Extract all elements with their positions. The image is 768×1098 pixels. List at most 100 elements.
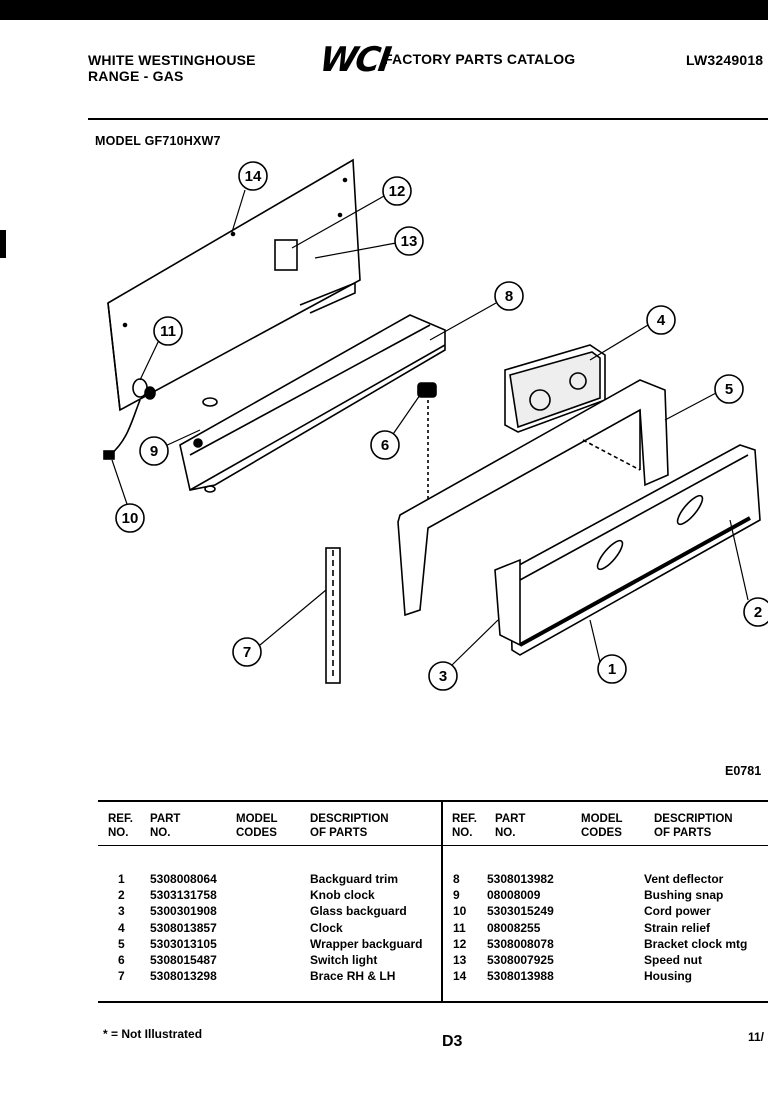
footnote: * = Not Illustrated bbox=[103, 1027, 203, 1041]
header-rule bbox=[88, 118, 768, 120]
strain-relief bbox=[132, 378, 156, 400]
table-row-description: Brace RH & LH bbox=[310, 969, 396, 984]
table-row-description: Vent deflector bbox=[644, 872, 724, 886]
table-row-part-no: 5303131758 bbox=[150, 888, 217, 903]
table-row-ref-no: 10 bbox=[453, 904, 467, 919]
col-ref-2: NO. bbox=[108, 827, 129, 839]
glass-backguard bbox=[494, 558, 521, 647]
leader-lines bbox=[111, 189, 749, 666]
callout-11 bbox=[153, 316, 183, 346]
callout-3 bbox=[428, 661, 458, 691]
table-row-description: Backguard trim bbox=[310, 872, 399, 886]
table-row-ref-no: 8 bbox=[453, 872, 460, 886]
callout-1-label: 1 bbox=[608, 661, 616, 678]
col-ref: REF. bbox=[452, 813, 477, 825]
wci-logo: WCI bbox=[317, 40, 392, 80]
housing-panel bbox=[107, 158, 361, 412]
callout-2 bbox=[743, 597, 768, 627]
callout-6-label: 6 bbox=[381, 437, 389, 454]
table-row-description: Housing bbox=[644, 969, 692, 984]
col-desc: DESCRIPTION bbox=[654, 813, 733, 825]
col-part: PART bbox=[495, 813, 526, 825]
callout-11-label: 11 bbox=[160, 323, 176, 340]
col-part-2: NO. bbox=[150, 827, 171, 839]
bushing-snap bbox=[202, 397, 218, 407]
table-row-description: Wrapper backguard bbox=[310, 936, 423, 951]
callout-9 bbox=[139, 436, 169, 466]
table-row-ref-no: 9 bbox=[453, 888, 460, 903]
model-label: MODEL GF710HXW7 bbox=[95, 134, 221, 148]
table-divider bbox=[441, 800, 443, 1002]
col-ref-2: NO. bbox=[452, 827, 473, 839]
wrapper-backguard bbox=[397, 379, 669, 617]
callout-5-label: 5 bbox=[725, 381, 733, 398]
callout-4 bbox=[646, 305, 676, 335]
figure-id: E0781 bbox=[725, 764, 762, 778]
table-row-description: Clock bbox=[310, 920, 343, 935]
callout-4-label: 4 bbox=[657, 312, 666, 329]
table-row-ref-no: 3 bbox=[118, 904, 125, 919]
table-row-description: Knob clock bbox=[310, 888, 375, 903]
table-row-part-no: 5308008078 bbox=[487, 936, 554, 951]
table-row-description: Bracket clock mtg bbox=[644, 936, 748, 951]
table-row-ref-no: 12 bbox=[453, 936, 467, 951]
callout-14 bbox=[238, 161, 268, 191]
table-row-part-no: 5303013105 bbox=[150, 936, 217, 951]
table-row-ref-no: 7 bbox=[118, 969, 125, 984]
brand-header: WHITE WESTINGHOUSE RANGE - GAS bbox=[88, 52, 256, 84]
power-cord bbox=[109, 399, 141, 456]
brace-rh-lh bbox=[325, 547, 341, 684]
document-number: LW3249018 bbox=[686, 52, 764, 68]
table-row-part-no: 5300301908 bbox=[150, 904, 217, 919]
callout-6 bbox=[370, 430, 400, 460]
col-ref: REF. bbox=[108, 813, 133, 825]
col-desc-2: OF PARTS bbox=[310, 827, 368, 839]
callout-12 bbox=[382, 176, 412, 206]
switch-light bbox=[417, 382, 437, 515]
callout-14-label: 14 bbox=[245, 168, 262, 185]
callout-13 bbox=[394, 226, 424, 256]
binding-mark bbox=[0, 230, 6, 258]
col-desc: DESCRIPTION bbox=[310, 813, 389, 825]
table-row-ref-no: 2 bbox=[118, 888, 125, 903]
table-row-description: Cord power bbox=[644, 904, 711, 919]
table-row-ref-no: 11 bbox=[453, 920, 466, 935]
col-model-2: CODES bbox=[236, 827, 277, 839]
table-row-ref-no: 14 bbox=[453, 969, 467, 984]
table-row-part-no: 5308007925 bbox=[487, 953, 554, 967]
catalog-title: FACTORY PARTS CATALOG bbox=[384, 51, 576, 67]
callout-7 bbox=[232, 637, 262, 667]
brand-line-1: WHITE WESTINGHOUSE bbox=[88, 52, 256, 68]
table-row-ref-no: 6 bbox=[118, 953, 125, 967]
table-row-description: Bushing snap bbox=[644, 888, 724, 903]
table-top-rule bbox=[98, 800, 768, 802]
table-row-part-no: 5308013982 bbox=[487, 872, 554, 886]
col-part: PART bbox=[150, 813, 181, 825]
table-bottom-rule bbox=[98, 1001, 768, 1003]
callout-5 bbox=[714, 374, 744, 404]
table-row-description: Switch light bbox=[310, 953, 378, 967]
date-stamp: 11/ bbox=[748, 1030, 765, 1044]
callout-3-label: 3 bbox=[439, 668, 447, 685]
col-model: MODEL bbox=[581, 813, 623, 825]
backguard-trim bbox=[509, 444, 761, 656]
table-row-part-no: 08008009 bbox=[487, 888, 541, 903]
table-row-description: Strain relief bbox=[644, 920, 711, 935]
table-row-part-no: 5308015487 bbox=[150, 953, 217, 967]
callout-7-label: 7 bbox=[243, 644, 251, 661]
callout-9-label: 9 bbox=[150, 443, 158, 460]
top-border-bar bbox=[0, 0, 768, 20]
callout-8-label: 8 bbox=[505, 288, 513, 305]
brand-line-2: RANGE - GAS bbox=[88, 68, 184, 84]
col-part-2: NO. bbox=[495, 827, 516, 839]
col-model-2: CODES bbox=[581, 827, 622, 839]
callout-8 bbox=[494, 281, 524, 311]
page-number: D3 bbox=[442, 1033, 463, 1050]
bushing-dot bbox=[193, 438, 203, 448]
table-row-ref-no: 1 bbox=[118, 872, 125, 886]
table-row-description: Glass backguard bbox=[310, 904, 407, 919]
table-row-description: Speed nut bbox=[644, 953, 703, 967]
table-row-ref-no: 4 bbox=[118, 920, 125, 935]
callout-1 bbox=[597, 654, 627, 684]
table-row-part-no: 5303015249 bbox=[487, 904, 554, 919]
